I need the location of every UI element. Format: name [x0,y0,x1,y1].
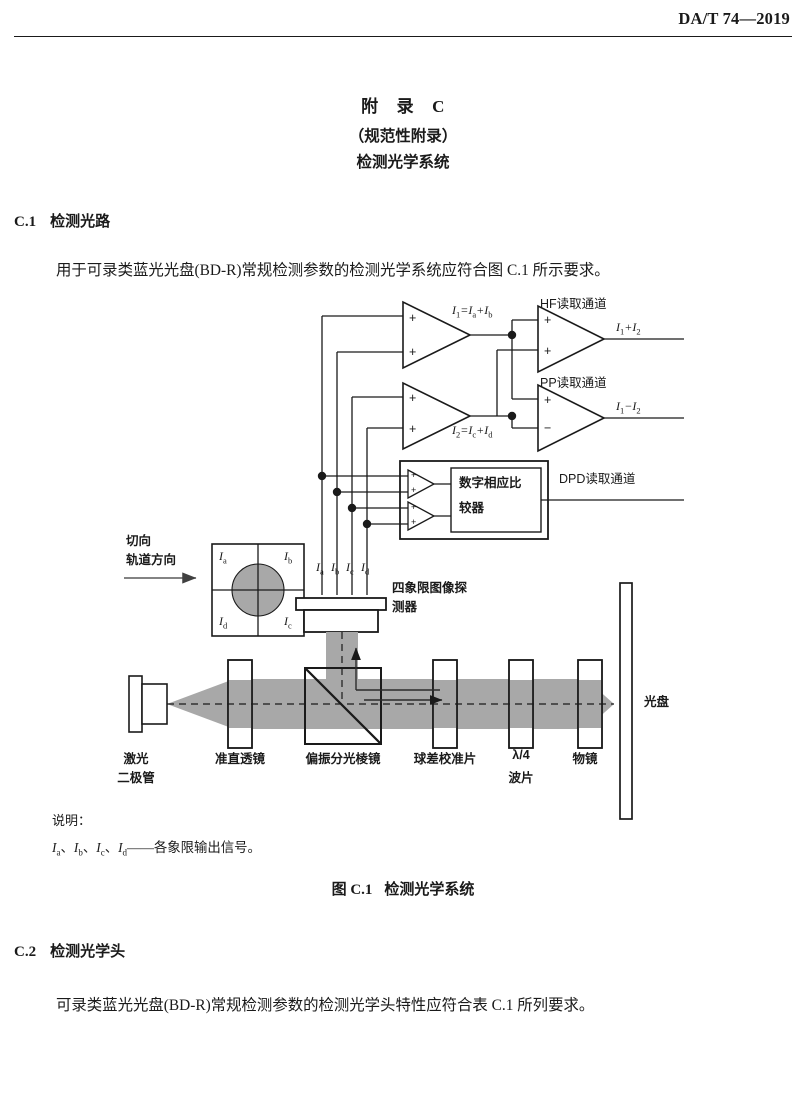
quarter-wave-plate-label-line2: 波片 [508,771,534,785]
pp-amp-minus: − [544,421,552,435]
detector-label-line1: 四象限图像探 [392,581,468,595]
collimating-lens-label: 准直透镜 [214,752,265,766]
figure-notes-text: Ia、Ib、Ic、Id——各象限输出信号。 [52,840,261,858]
hf-amp-plus-1: + [544,313,552,327]
dpd-amp2-plus-2: + [411,517,417,527]
section-body-c2: 可录类蓝光光盘(BD-R)常规检测参数的检测光学头特性应符合表 C.1 所列要求… [56,997,595,1014]
annex-subtitle: （规范性附录） [348,128,458,145]
objective-lens-label: 物镜 [572,752,598,766]
equation-sum1: I1=Ia+Ib [452,303,493,320]
laser-diode-label-line1: 激光 [123,752,149,766]
figure-caption: 图 C.1 检测光学系统 [0,878,806,899]
laser-diode-label-line2: 二极管 [117,771,155,785]
channel-label-hf: HF读取通道 [540,297,607,311]
track-direction-line1: 切向 [126,534,152,548]
quadrant-label-a: Ia [219,549,227,566]
dpd-amp1-plus-1: + [411,470,417,480]
quadrant-label-b: Ib [284,549,293,566]
dpd-block-line1: 数字相应比 [459,476,522,490]
quadrant-label-d: Id [219,614,228,631]
section-number-c1: C.1 [14,214,37,230]
equation-pp-out: I1−I2 [616,399,641,416]
signal-line-label-c: Ic [346,560,354,577]
quadrant-detector-schematic [211,543,305,637]
figure-notes-label: 说明： [52,813,92,828]
page-header-standard-number: DA/T 74—2019 [678,9,790,28]
annex-heading-letter: C [432,97,445,116]
signal-line-label-d: Id [361,560,370,577]
wire-junction-dots [317,330,517,529]
quad-image-detector [295,597,387,633]
optical-disc-symbol [619,582,633,820]
quarter-wave-plate-label-line1: λ/4 [512,748,530,762]
channel-label-dpd: DPD读取通道 [559,472,636,486]
detector-label-line2: 测器 [392,600,418,614]
amp1-input-plus-2: + [409,345,417,359]
dpd-block-line2: 较器 [459,501,485,515]
dpd-amp1-plus-2: + [411,485,417,495]
diverging-beam [167,679,234,729]
optical-disc-label: 光盘 [644,695,670,709]
beam-splitter-label: 偏振分光棱镜 [305,752,381,766]
equation-sum2: I2=Ic+Id [452,423,493,440]
section-number-c2: C.2 [14,944,37,960]
annex-heading-post: 录 [396,97,415,116]
header-rule [14,36,792,37]
section-title-c2: 检测光学头 [50,943,126,960]
quadrant-label-c: Ic [284,614,292,631]
channel-label-pp: PP读取通道 [540,376,607,390]
section-heading-c2: C.2 检测光学头 [14,940,125,961]
pp-amp-plus: + [544,393,552,407]
annex-title: 检测光学系统 [356,154,450,171]
amp1-input-plus-1: + [409,311,417,325]
figure-caption-title: 检测光学系统 [384,881,475,898]
signal-line-label-b: Ib [331,560,340,577]
section-body-c1: 用于可录类蓝光光盘(BD-R)常规检测参数的检测光学系统应符合图 C.1 所示要… [56,262,610,279]
signal-line-label-a: Ia [316,560,324,577]
track-direction-line2: 轨道方向 [126,553,177,567]
amp2-input-plus-2: + [409,422,417,436]
section-heading-c1: C.1 检测光路 [14,210,110,231]
dpd-amp2-plus-1: + [411,502,417,512]
equation-hf-out: I1+I2 [616,320,641,337]
laser-diode-symbol [128,675,168,733]
figure-caption-number: 图 C.1 [331,882,373,898]
amp2-input-plus-1: + [409,391,417,405]
spherical-corrector-label: 球差校准片 [413,752,477,766]
section-title-c1: 检测光路 [50,213,111,230]
hf-amp-plus-2: + [544,344,552,358]
annex-heading-pre: 附 [361,97,379,116]
